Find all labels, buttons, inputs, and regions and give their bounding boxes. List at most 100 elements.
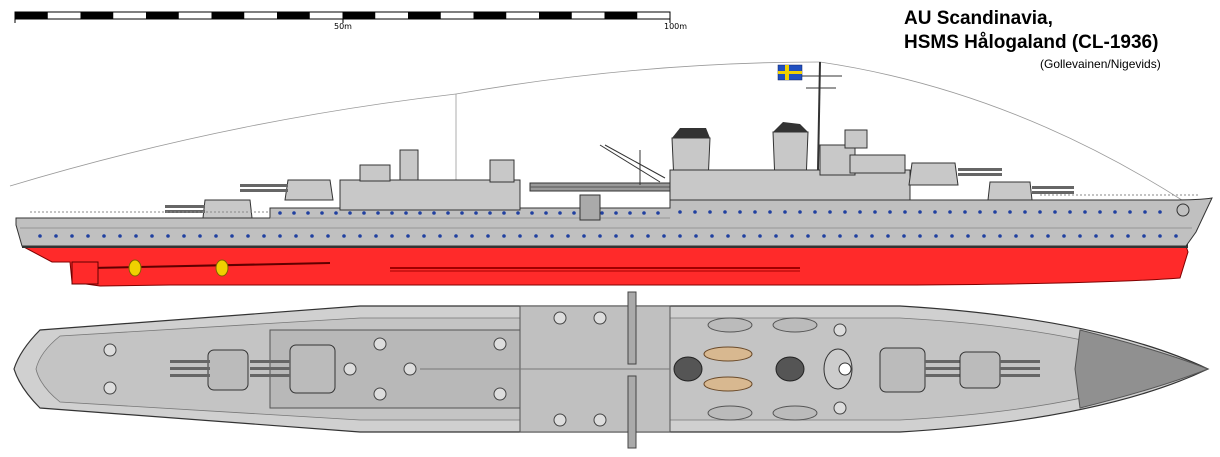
fore-turret-low [987, 181, 1074, 201]
scale-label-50m: 50m [334, 22, 352, 31]
porthole [813, 210, 817, 214]
credit-text: (Gollevainen/Nigevids) [1040, 57, 1161, 71]
gun-mount [593, 413, 607, 427]
porthole [518, 234, 522, 238]
porthole [502, 234, 506, 238]
porthole [858, 210, 862, 214]
plan-gun-mounts [103, 311, 847, 427]
porthole [1098, 210, 1102, 214]
porthole [950, 234, 954, 238]
porthole [600, 211, 604, 215]
porthole [326, 234, 330, 238]
swedish-flag-icon [777, 64, 803, 81]
porthole [693, 210, 697, 214]
porthole [726, 234, 730, 238]
porthole [214, 234, 218, 238]
porthole [1110, 234, 1114, 238]
porthole [598, 234, 602, 238]
plan-funnel-aft [673, 356, 703, 382]
porthole [38, 234, 42, 238]
scale-label-100m: 100m [664, 22, 687, 31]
porthole [978, 210, 982, 214]
porthole [454, 234, 458, 238]
porthole [544, 211, 548, 215]
porthole [966, 234, 970, 238]
porthole [742, 234, 746, 238]
porthole [486, 234, 490, 238]
porthole [432, 211, 436, 215]
gun-mount [833, 401, 847, 415]
porthole [903, 210, 907, 214]
porthole [723, 210, 727, 214]
porthole [150, 234, 154, 238]
porthole [1174, 234, 1178, 238]
porthole [822, 234, 826, 238]
plan-turret-fore-1 [879, 347, 965, 393]
scale-segment [539, 12, 572, 19]
porthole [1142, 234, 1146, 238]
aft-turret-low [165, 199, 253, 219]
porthole [404, 211, 408, 215]
porthole [982, 234, 986, 238]
scale-bar: 50m 100m [14, 11, 687, 31]
porthole [334, 211, 338, 215]
gun-mount [553, 413, 567, 427]
porthole [86, 234, 90, 238]
porthole [278, 234, 282, 238]
porthole [262, 234, 266, 238]
porthole [934, 234, 938, 238]
porthole [374, 234, 378, 238]
porthole [292, 211, 296, 215]
porthole [854, 234, 858, 238]
scale-segment [211, 12, 245, 19]
porthole [1023, 210, 1027, 214]
gun-mount [103, 343, 117, 357]
gun-mount [593, 311, 607, 325]
gun-mount [403, 362, 417, 376]
porthole [566, 234, 570, 238]
scale-segment [342, 12, 376, 19]
plan-funnel-fore [775, 356, 805, 382]
porthole [993, 210, 997, 214]
porthole [1062, 234, 1066, 238]
scale-segment [80, 12, 114, 19]
porthole [438, 234, 442, 238]
porthole [753, 210, 757, 214]
side-profile [9, 61, 1213, 287]
porthole [134, 234, 138, 238]
porthole [1030, 234, 1034, 238]
porthole [246, 234, 250, 238]
porthole [902, 234, 906, 238]
porthole [534, 234, 538, 238]
lower-hull-red [21, 245, 1189, 287]
porthole [320, 211, 324, 215]
porthole [376, 211, 380, 215]
porthole [1094, 234, 1098, 238]
porthole [774, 234, 778, 238]
porthole [1008, 210, 1012, 214]
porthole [642, 211, 646, 215]
crane [599, 144, 666, 185]
porthole [362, 211, 366, 215]
propeller-icon [215, 259, 229, 277]
porthole [1053, 210, 1057, 214]
porthole [118, 234, 122, 238]
gun-mount [103, 381, 117, 395]
porthole [418, 211, 422, 215]
porthole [502, 211, 506, 215]
porthole [614, 211, 618, 215]
porthole [530, 211, 534, 215]
porthole [614, 234, 618, 238]
scale-segment [473, 12, 507, 19]
porthole [656, 211, 660, 215]
porthole [1158, 210, 1162, 214]
porthole [886, 234, 890, 238]
porthole [828, 210, 832, 214]
porthole [918, 210, 922, 214]
porthole [230, 234, 234, 238]
porthole [843, 210, 847, 214]
fore-turret-high [908, 162, 1002, 186]
gun-mount [493, 337, 507, 351]
